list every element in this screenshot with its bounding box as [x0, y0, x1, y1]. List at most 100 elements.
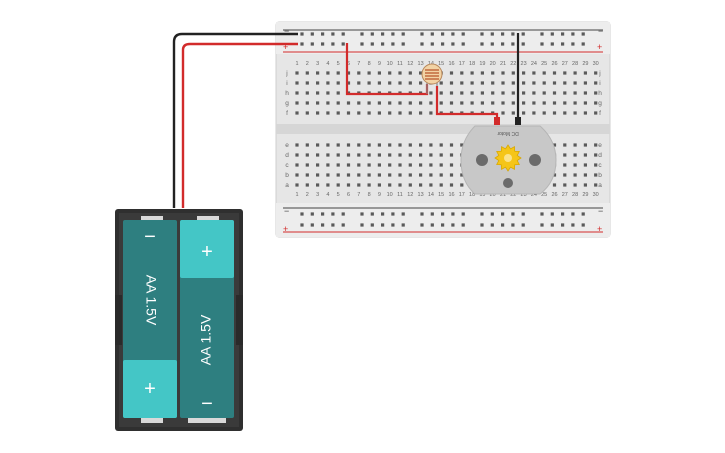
terminal-hole[interactable]: [295, 81, 299, 85]
rail-hole[interactable]: [451, 223, 455, 227]
terminal-hole[interactable]: [377, 101, 381, 105]
terminal-hole[interactable]: [316, 143, 320, 147]
rail-hole[interactable]: [451, 42, 455, 46]
terminal-hole[interactable]: [316, 163, 320, 167]
rail-hole[interactable]: [420, 223, 424, 227]
terminal-hole[interactable]: [563, 81, 567, 85]
rail-hole[interactable]: [480, 212, 484, 216]
terminal-hole[interactable]: [305, 101, 309, 105]
terminal-hole[interactable]: [295, 143, 299, 147]
terminal-hole[interactable]: [316, 173, 320, 177]
terminal-hole[interactable]: [594, 101, 598, 105]
rail-hole[interactable]: [420, 42, 424, 46]
terminal-hole[interactable]: [542, 81, 546, 85]
rail-hole[interactable]: [360, 223, 364, 227]
terminal-hole[interactable]: [563, 183, 567, 187]
terminal-hole[interactable]: [491, 81, 495, 85]
terminal-hole[interactable]: [583, 153, 587, 157]
terminal-hole[interactable]: [346, 163, 351, 167]
terminal-hole[interactable]: [583, 71, 587, 75]
terminal-hole[interactable]: [336, 81, 340, 85]
breadboard[interactable]: 1122334455667788991010111112121313141415…: [275, 21, 611, 238]
rail-hole[interactable]: [511, 32, 515, 36]
terminal-hole[interactable]: [583, 143, 587, 147]
terminal-hole[interactable]: [449, 163, 454, 167]
terminal-hole[interactable]: [326, 111, 330, 115]
terminal-hole[interactable]: [316, 183, 320, 187]
terminal-hole[interactable]: [326, 101, 330, 105]
terminal-hole[interactable]: [573, 153, 577, 157]
terminal-hole[interactable]: [419, 81, 423, 85]
rail-hole[interactable]: [391, 212, 395, 216]
terminal-hole[interactable]: [552, 173, 557, 177]
rail-hole[interactable]: [420, 212, 424, 216]
rail-hole[interactable]: [511, 212, 515, 216]
rail-hole[interactable]: [341, 223, 345, 227]
terminal-hole[interactable]: [408, 81, 412, 85]
rail-hole[interactable]: [461, 42, 465, 46]
terminal-hole[interactable]: [316, 101, 320, 105]
terminal-hole[interactable]: [377, 153, 381, 157]
rail-hole[interactable]: [310, 42, 314, 46]
terminal-hole[interactable]: [398, 101, 402, 105]
terminal-hole[interactable]: [573, 163, 577, 167]
terminal-hole[interactable]: [552, 183, 557, 187]
rail-hole[interactable]: [441, 212, 445, 216]
terminal-hole[interactable]: [419, 183, 423, 187]
rail-hole[interactable]: [341, 212, 345, 216]
terminal-hole[interactable]: [460, 101, 464, 105]
terminal-hole[interactable]: [594, 143, 598, 147]
terminal-hole[interactable]: [326, 183, 330, 187]
battery-black-wire[interactable]: [172, 32, 298, 208]
terminal-hole[interactable]: [563, 163, 567, 167]
terminal-hole[interactable]: [480, 101, 484, 105]
rail-hole[interactable]: [521, 42, 525, 46]
rail-hole[interactable]: [501, 42, 505, 46]
terminal-hole[interactable]: [408, 71, 412, 75]
terminal-hole[interactable]: [563, 143, 567, 147]
terminal-hole[interactable]: [367, 163, 371, 167]
rail-hole[interactable]: [581, 212, 585, 216]
rail-hole[interactable]: [561, 42, 565, 46]
rail-hole[interactable]: [511, 223, 515, 227]
terminal-hole[interactable]: [583, 91, 587, 95]
terminal-hole[interactable]: [367, 153, 371, 157]
terminal-hole[interactable]: [398, 111, 402, 115]
rail-hole[interactable]: [430, 42, 434, 46]
terminal-hole[interactable]: [326, 173, 330, 177]
terminal-hole[interactable]: [480, 81, 484, 85]
terminal-hole[interactable]: [470, 101, 474, 105]
rail-hole[interactable]: [331, 212, 335, 216]
terminal-hole[interactable]: [357, 81, 361, 85]
terminal-hole[interactable]: [449, 173, 454, 177]
rail-hole[interactable]: [521, 223, 525, 227]
terminal-hole[interactable]: [295, 163, 299, 167]
terminal-hole[interactable]: [439, 81, 443, 85]
terminal-hole[interactable]: [480, 91, 484, 95]
terminal-hole[interactable]: [594, 163, 598, 167]
terminal-hole[interactable]: [377, 111, 381, 115]
rail-hole[interactable]: [300, 223, 304, 227]
terminal-hole[interactable]: [408, 183, 412, 187]
terminal-hole[interactable]: [429, 153, 433, 157]
terminal-hole[interactable]: [336, 91, 340, 95]
rail-hole[interactable]: [430, 212, 434, 216]
terminal-hole[interactable]: [316, 71, 320, 75]
terminal-hole[interactable]: [408, 101, 412, 105]
terminal-hole[interactable]: [367, 111, 371, 115]
terminal-hole[interactable]: [336, 173, 340, 177]
rail-hole[interactable]: [360, 42, 364, 46]
terminal-hole[interactable]: [563, 71, 567, 75]
terminal-hole[interactable]: [594, 91, 598, 95]
terminal-hole[interactable]: [439, 153, 443, 157]
terminal-hole[interactable]: [305, 81, 309, 85]
terminal-hole[interactable]: [377, 183, 381, 187]
rail-hole[interactable]: [540, 42, 544, 46]
terminal-hole[interactable]: [532, 81, 536, 85]
terminal-hole[interactable]: [460, 173, 464, 177]
terminal-hole[interactable]: [491, 91, 495, 95]
rail-hole[interactable]: [501, 32, 505, 36]
terminal-hole[interactable]: [377, 143, 381, 147]
terminal-hole[interactable]: [326, 71, 330, 75]
rail-hole[interactable]: [401, 32, 405, 36]
